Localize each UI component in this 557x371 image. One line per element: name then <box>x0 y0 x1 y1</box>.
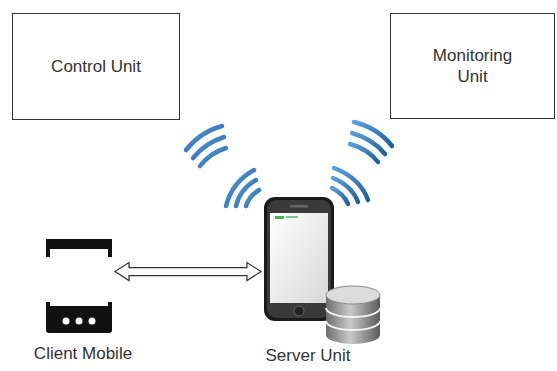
database-icon <box>324 283 382 347</box>
smartphone-icon <box>263 196 335 322</box>
control-unit-box: Control Unit <box>12 13 180 120</box>
signal-arcs <box>186 122 392 206</box>
node-label: Control Unit <box>51 56 141 77</box>
mobile-phone-icon <box>45 238 113 334</box>
node-label: Client Mobile <box>22 343 144 364</box>
node-label: Monitoring Unit <box>425 45 521 87</box>
node-label: Server Unit <box>228 345 388 366</box>
server-unit-node: Server Unit <box>228 196 388 368</box>
monitoring-unit-box: Monitoring Unit <box>390 13 555 119</box>
client-mobile-node: Client Mobile <box>22 238 144 366</box>
double-arrow <box>115 263 261 281</box>
